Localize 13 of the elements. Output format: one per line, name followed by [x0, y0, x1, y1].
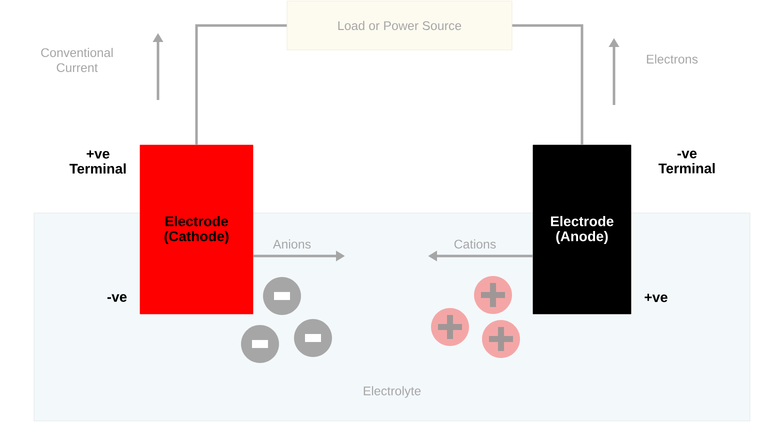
terminal-label: +ve Terminal: [70, 150, 126, 174]
edge-label: Cations: [454, 239, 496, 249]
terminal-label: -ve Terminal: [658, 150, 715, 174]
load-box: Load or Power Source: [286, 0, 512, 50]
electrode-block: Electrode (Anode): [532, 144, 632, 314]
polarity-label: -ve: [107, 294, 127, 302]
flow-label: Electrons: [646, 54, 698, 64]
flow-label: Conventional Current: [41, 48, 113, 72]
edge-label: Anions: [272, 239, 311, 249]
wire: [512, 24, 584, 145]
polarity-label: +ve: [644, 294, 668, 302]
electrode-block: Electrode (Cathode): [140, 144, 254, 314]
wire: [195, 24, 287, 145]
